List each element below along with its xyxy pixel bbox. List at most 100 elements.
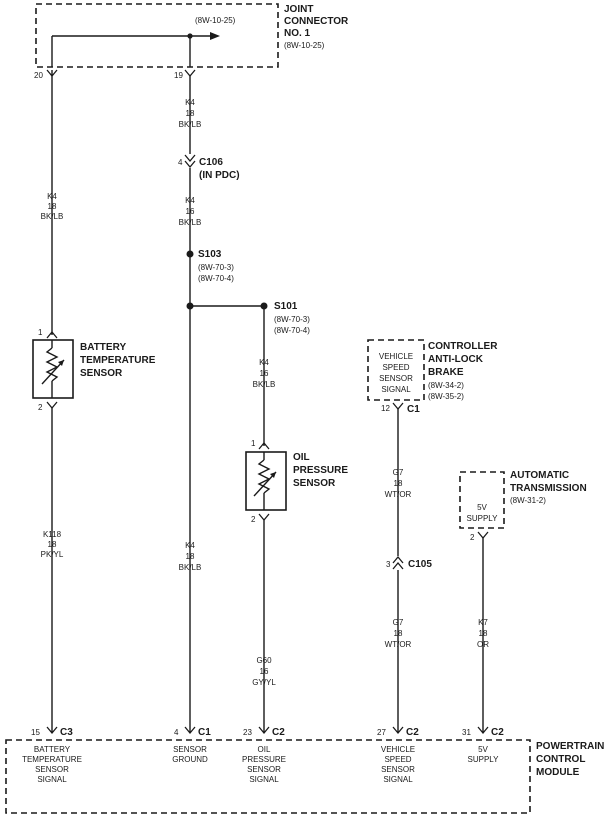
svg-text:TEMPERATURE: TEMPERATURE [22,755,82,764]
pcm-terminal: 31 C2 5V SUPPLY [462,726,504,764]
pin-label: 20 [34,71,43,80]
svg-text:BK/LB: BK/LB [41,212,64,221]
pin-label: 1 [251,439,256,448]
controller-ref-1: (8W-34-2) [428,381,464,390]
wire-label: K4 16 BK/LB [179,196,202,227]
svg-text:C1: C1 [198,727,211,738]
svg-text:BATTERY: BATTERY [34,745,71,754]
c105-label: C105 [408,559,432,570]
pcm-box [5,739,531,814]
pcm-terminal: 15 C3 BATTERY TEMPERATURE SENSOR SIGNAL [22,726,82,784]
wire-label: G7 18 WT/OR [385,618,412,649]
controller-box-line-2: SPEED [382,363,409,372]
c106-sublabel: (IN PDC) [199,170,240,181]
pin-label: 2 [38,403,43,412]
svg-text:C2: C2 [491,727,504,738]
svg-text:K7: K7 [478,618,488,627]
svg-text:GROUND: GROUND [172,755,208,764]
pcm-terminal: 4 C1 SENSOR GROUND [172,726,211,764]
transmission-ref: (8W-31-2) [510,496,546,505]
pin-label: 3 [386,560,391,569]
pin-label: 1 [38,328,43,337]
svg-text:SIGNAL: SIGNAL [37,775,67,784]
transmission-label-1: AUTOMATIC [510,470,569,481]
battery-circuit: K4 18 BK/LB 1 BATTERY TEMPERATURE SENSOR… [32,70,156,733]
svg-text:OR: OR [477,640,489,649]
connector-chevron-icon [46,401,58,410]
battery-label-1: BATTERY [80,342,126,353]
svg-text:16: 16 [260,369,269,378]
svg-text:OIL: OIL [258,745,271,754]
svg-text:31: 31 [462,728,471,737]
svg-text:PRESSURE: PRESSURE [242,755,286,764]
pin-label: 2 [251,515,256,524]
transmission-box [459,471,505,529]
s103-ref-1: (8W-70-3) [198,263,234,272]
svg-text:K4: K4 [47,192,57,201]
wire-label: K4 18 BK/LB [179,98,202,129]
arrow-right-icon [210,32,220,40]
svg-text:G7: G7 [393,468,404,477]
pin-label: 4 [178,158,183,167]
svg-text:23: 23 [243,728,252,737]
transmission-box-line-2: SUPPLY [467,514,499,523]
svg-text:27: 27 [377,728,386,737]
svg-text:18: 18 [48,202,57,211]
svg-text:18: 18 [186,552,195,561]
transmission-label-2: TRANSMISSION [510,483,587,494]
controller-circuit: VEHICLE SPEED SENSOR SIGNAL CONTROLLER A… [367,339,498,733]
wire-label: K4 18 BK/LB [179,541,202,572]
svg-text:VEHICLE: VEHICLE [381,745,415,754]
joint-connector-box [35,3,279,68]
svg-text:C2: C2 [272,727,285,738]
controller-box-line-3: SENSOR [379,374,413,383]
pin-label: 2 [470,533,475,542]
joint-title-1: JOINT [284,4,313,15]
joint-ref: (8W-10-25) [284,41,325,50]
svg-text:G60: G60 [256,656,272,665]
wire-label: G7 18 WT/OR [385,468,412,499]
svg-text:SENSOR: SENSOR [35,765,69,774]
controller-label-1: CONTROLLER [428,341,498,352]
c106-label: C106 [199,157,223,168]
connector-chevron-icon [392,561,404,570]
connector-chevron-icon [392,402,404,411]
s101-label: S101 [274,301,298,312]
sensor-resistor-icon [253,452,277,510]
wire-label: K4 18 BK/LB [41,192,64,221]
s103-ref-2: (8W-70-4) [198,274,234,283]
svg-text:18: 18 [394,629,403,638]
svg-text:SUPPLY: SUPPLY [468,755,500,764]
pcm-label-3: MODULE [536,767,580,778]
svg-text:18: 18 [479,629,488,638]
connector-chevron-icon [392,555,404,564]
pin-label: 12 [381,404,390,413]
c105-connector: 3 C105 [386,555,432,570]
pcm-terminal: 23 C2 OIL PRESSURE SENSOR SIGNAL [242,726,286,784]
oil-label-2: PRESSURE [293,465,348,476]
s101-ref-2: (8W-70-4) [274,326,310,335]
ground-circuit: K4 18 BK/LB 4 C106 (IN PDC) K4 16 BK/LB … [178,76,240,733]
wire-label: K4 16 BK/LB [253,358,276,389]
svg-text:16: 16 [260,667,269,676]
controller-label-2: ANTI-LOCK [428,354,484,365]
controller-conn-label: C1 [407,404,420,415]
svg-text:C3: C3 [60,727,73,738]
svg-text:WT/OR: WT/OR [385,640,412,649]
svg-text:SENSOR: SENSOR [381,765,415,774]
c106-connector: 4 C106 (IN PDC) [178,154,240,181]
wire-label: K7 18 OR [477,618,489,649]
oil-circuit: S101 (8W-70-3) (8W-70-4) K4 16 BK/LB 1 O… [190,301,348,733]
connector-chevron-icon [184,154,196,163]
svg-text:K4: K4 [185,541,195,550]
svg-text:SENSOR: SENSOR [173,745,207,754]
battery-label-3: SENSOR [80,368,123,379]
svg-text:BK/LB: BK/LB [179,218,202,227]
pcm-terminal: 27 C2 VEHICLE SPEED SENSOR SIGNAL [377,726,419,784]
svg-text:18: 18 [48,540,57,549]
connector-chevron-icon [184,69,196,78]
svg-text:SIGNAL: SIGNAL [383,775,413,784]
thermistor-icon [41,340,65,398]
s103-splice-dot [186,250,194,258]
